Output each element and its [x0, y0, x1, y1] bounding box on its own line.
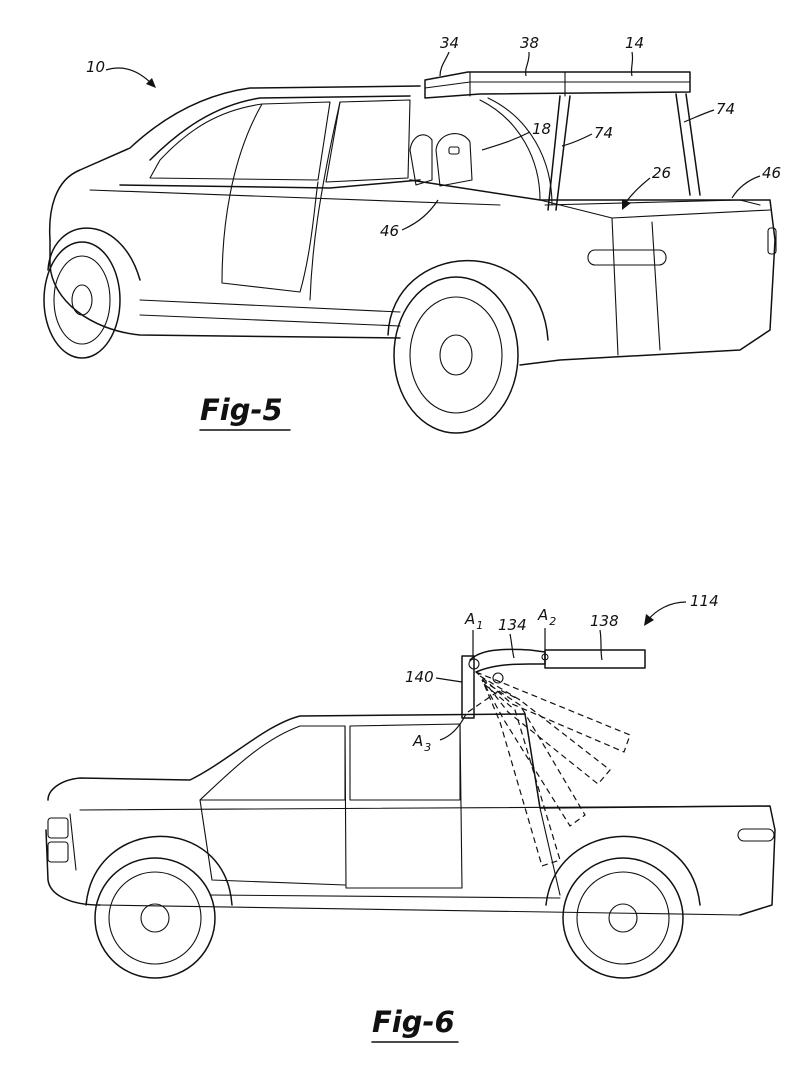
fig6-ref-140: 140: [405, 668, 434, 686]
fig6-title: Fig-6: [372, 1005, 455, 1039]
fig6-ref-a3-leader: [439, 713, 467, 741]
fig5-ref-18: 18: [532, 120, 551, 138]
truck-side-elevation-drawing: [45, 648, 776, 979]
fig6-ref-140-leader: [435, 677, 463, 683]
fig6-ref-a3: A3: [412, 732, 431, 754]
fig5-ref-34: 34: [440, 34, 459, 52]
fig5-ref-74-left: 74: [594, 124, 613, 142]
fig5-ref-14-leader: [630, 51, 634, 77]
fig6-ref-114-arrow: [647, 601, 687, 621]
fig5-ref-34-leader: [439, 51, 450, 77]
truck-perspective-drawing: [43, 71, 777, 434]
fig5-ref-18-leader: [481, 131, 531, 151]
fig5-ref-46-right-leader: [731, 175, 761, 199]
fig6-ref-a1: A1: [464, 610, 483, 632]
fig5-ref-38: 38: [520, 34, 539, 52]
fig5-ref-26: 26: [652, 164, 671, 182]
fig5-ref-46-left-leader: [401, 199, 439, 231]
fig5-ref-74-right: 74: [716, 100, 735, 118]
fig5-ref-26-leader: [625, 177, 651, 203]
fig5-ref-14: 14: [625, 34, 644, 52]
figure-5: 10 34 38 14 18 74 74 26 46 46 Fig-5: [43, 34, 781, 434]
fig6-ref-a2: A2: [537, 606, 556, 628]
fig5-ref-10-arrow: [105, 67, 153, 85]
fig5-ref-10: 10: [86, 58, 105, 76]
fig5-ref-10-arrowhead: [146, 78, 156, 88]
fig6-ref-134-leader: [509, 633, 515, 659]
fig6-ref-138: 138: [590, 612, 619, 630]
fig5-title: Fig-5: [200, 393, 283, 427]
fig5-ref-46-right: 46: [762, 164, 781, 182]
fig6-ref-114: 114: [690, 592, 719, 610]
fig5-ref-26-arrowhead: [622, 199, 631, 210]
fig6-ref-134: 134: [498, 616, 527, 634]
fig5-ref-46-left: 46: [380, 222, 399, 240]
fig5-ref-74-right-leader: [683, 109, 715, 123]
fig5-ref-74-left-leader: [561, 133, 593, 147]
figure-6: 114 A1 134 A2 138 140 A3 Fig-6: [45, 592, 776, 1043]
fig5-ref-38-leader: [524, 51, 530, 77]
fig6-ref-114-arrowhead: [644, 614, 654, 626]
fig6-ref-138-leader: [599, 629, 603, 661]
